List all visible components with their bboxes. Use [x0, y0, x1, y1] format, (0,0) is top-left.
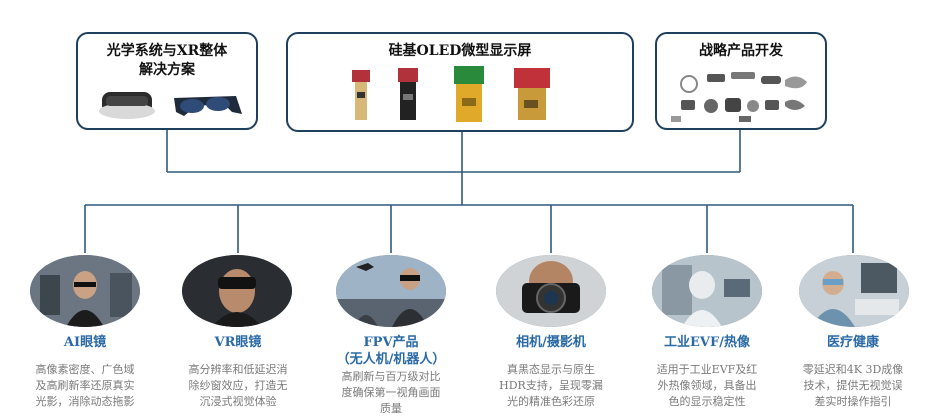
optics-title-line1: 光学系统与XR整体	[106, 43, 228, 59]
strategic-box: 战略产品开发	[655, 32, 827, 130]
strategic-parts-image	[671, 72, 807, 122]
oled-module-2	[398, 68, 418, 120]
category-desc-industrial-evf: 适用于工业EVF及红 外热像领域，具备出 色的显示稳定性	[640, 362, 774, 410]
glasses-image	[174, 96, 242, 116]
desc-line: 质量	[380, 402, 402, 415]
strategic-title: 战略产品开发	[699, 43, 783, 59]
vr-glasses-image	[182, 255, 292, 327]
oled-module-1	[352, 70, 370, 120]
desc-line: HDR支持，呈现零漏	[499, 379, 603, 392]
oled-module-3	[454, 66, 484, 122]
fpv-title: FPV产品	[363, 335, 419, 350]
desc-line: 高像素密度、广色域	[35, 363, 135, 376]
category-title-medical: 医疗健康	[826, 335, 879, 350]
camera-photo	[496, 255, 606, 327]
desc-line: 技术，提供无视觉误	[803, 379, 903, 392]
industrial-evf-image	[652, 255, 762, 327]
camera-image	[496, 255, 606, 327]
oled-title: 硅基OLED微型显示屏	[388, 43, 532, 59]
vr-glasses-photo	[182, 255, 292, 327]
desc-line: 高分辨率和低延迟消	[188, 363, 288, 376]
desc-line: 光影，消除动态拖影	[35, 395, 135, 408]
category-title-ai-glasses: AI眼镜	[63, 335, 107, 350]
category-desc-ai-glasses: 高像素密度、广色域 及高刷新率还原真实 光影，消除动态拖影	[18, 362, 152, 410]
ai-glasses-image	[30, 255, 140, 327]
optics-xr-box: 光学系统与XR整体 解决方案	[76, 32, 258, 130]
ai-glasses-photo	[30, 255, 140, 327]
optics-title-line2: 解决方案	[139, 62, 195, 78]
desc-line: 沉浸式视觉体验	[199, 395, 277, 408]
desc-line: 差实时操作指引	[814, 395, 892, 408]
category-desc-vr-glasses: 高分辨率和低延迟消 除纱窗效应，打造无 沉浸式视觉体验	[171, 362, 305, 410]
desc-line: 真黑态显示与原生	[507, 363, 595, 376]
category-title-fpv: FPV产品 （无人机/机器人）	[321, 334, 461, 368]
optics-xr-title: 光学系统与XR整体 解决方案	[78, 42, 256, 80]
headset-image	[99, 92, 155, 119]
desc-line: 度确保第一视角画面	[341, 386, 441, 399]
xr-headset-images	[99, 92, 242, 119]
desc-line: 适用于工业EVF及红	[656, 363, 758, 376]
medical-image	[799, 255, 909, 327]
oled-module-4	[514, 68, 550, 120]
oled-box: 硅基OLED微型显示屏	[286, 32, 634, 132]
category-desc-camera: 真黑态显示与原生 HDR支持，呈现零漏 光的精准色彩还原	[484, 362, 618, 410]
desc-line: 除纱窗效应，打造无	[188, 379, 288, 392]
category-title-vr-glasses: VR眼镜	[214, 335, 262, 350]
desc-line: 外热像领域，具备出	[657, 379, 757, 392]
medical-photo	[799, 255, 909, 327]
category-desc-fpv: 高刷新与百万级对比 度确保第一视角画面 质量	[324, 369, 458, 417]
category-desc-medical: 零延迟和4K 3D成像 技术，提供无视觉误 差实时操作指引	[786, 362, 920, 410]
fpv-photo	[336, 255, 446, 327]
fpv-image	[336, 255, 446, 327]
desc-line: 光的精准色彩还原	[507, 395, 595, 408]
industrial-evf-photo	[652, 255, 762, 327]
oled-module-images	[352, 66, 550, 122]
category-title-industrial-evf: 工业EVF/热像	[664, 335, 750, 350]
desc-line: 高刷新与百万级对比	[341, 370, 441, 383]
desc-line: 及高刷新率还原真实	[35, 379, 135, 392]
desc-line: 零延迟和4K 3D成像	[802, 363, 904, 376]
category-title-camera: 相机/摄影机	[516, 335, 586, 350]
desc-line: 色的显示稳定性	[668, 395, 746, 408]
fpv-subtitle: （无人机/机器人）	[336, 352, 446, 367]
